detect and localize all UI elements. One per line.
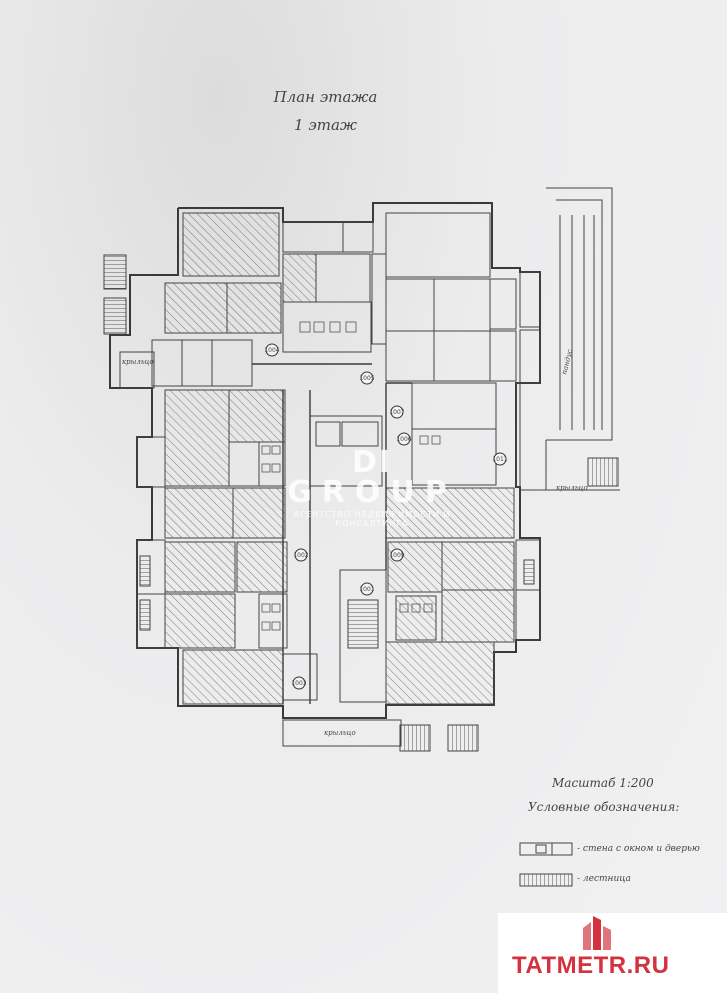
section-tag: 1003: [291, 680, 306, 687]
section-tag: 1001: [359, 586, 374, 593]
legend-stairs-symbol: [519, 873, 573, 887]
plain-rooms: [136, 212, 541, 703]
legend-symbols: [519, 842, 573, 887]
scale-label: Масштаб 1:200: [552, 776, 654, 790]
watermark-line2: GROUP: [287, 475, 457, 510]
legend-stairs-label: - лестница: [577, 874, 631, 884]
fixtures: [261, 321, 441, 631]
watermark-line1: DI: [351, 445, 393, 480]
section-tag: 1002: [293, 552, 308, 559]
legend-wall-label: - стена с окном и дверью: [577, 844, 700, 854]
section-tag: 1007: [389, 409, 404, 416]
porches: [119, 351, 402, 747]
building-outline: [109, 202, 541, 719]
watermark-line3: АГЕНТСТВО НЕДВИЖИМОСТИ И КОНСАЛТИНГА: [293, 510, 451, 528]
section-tags: [265, 343, 507, 690]
plan-floor-label: 1 этаж: [294, 116, 357, 134]
legend-wall-symbol: [519, 842, 573, 856]
porch-label: крыльцо: [324, 729, 356, 737]
tatmetr-site-label: TATMETR.RU: [512, 952, 670, 979]
ramp: [520, 187, 620, 491]
legend-title: Условные обозначения:: [528, 800, 680, 814]
tatmetr-badge: [498, 913, 727, 993]
porch-label: крыльцо: [556, 484, 588, 492]
stairs: [103, 254, 619, 752]
corridor-walls: [252, 363, 412, 704]
section-tag: 1011: [492, 456, 507, 463]
section-tag: 1009: [389, 552, 404, 559]
agency-watermark: DI GROUP АГЕНТСТВО НЕДВИЖИМОСТИ И КОНСАЛ…: [262, 445, 482, 529]
section-tag-labels: 1004 1005 1007 1006 1011 1009 1001 1002 …: [264, 347, 507, 687]
plan-title: План этажа: [273, 88, 378, 106]
section-tag: 1005: [359, 375, 374, 382]
hatched-rooms: [164, 212, 515, 705]
section-tag: 1004: [264, 347, 279, 354]
tatmetr-logo-icon: [583, 916, 611, 950]
section-tag: 1006: [396, 436, 411, 443]
porch-label: крыльцо: [122, 358, 154, 366]
